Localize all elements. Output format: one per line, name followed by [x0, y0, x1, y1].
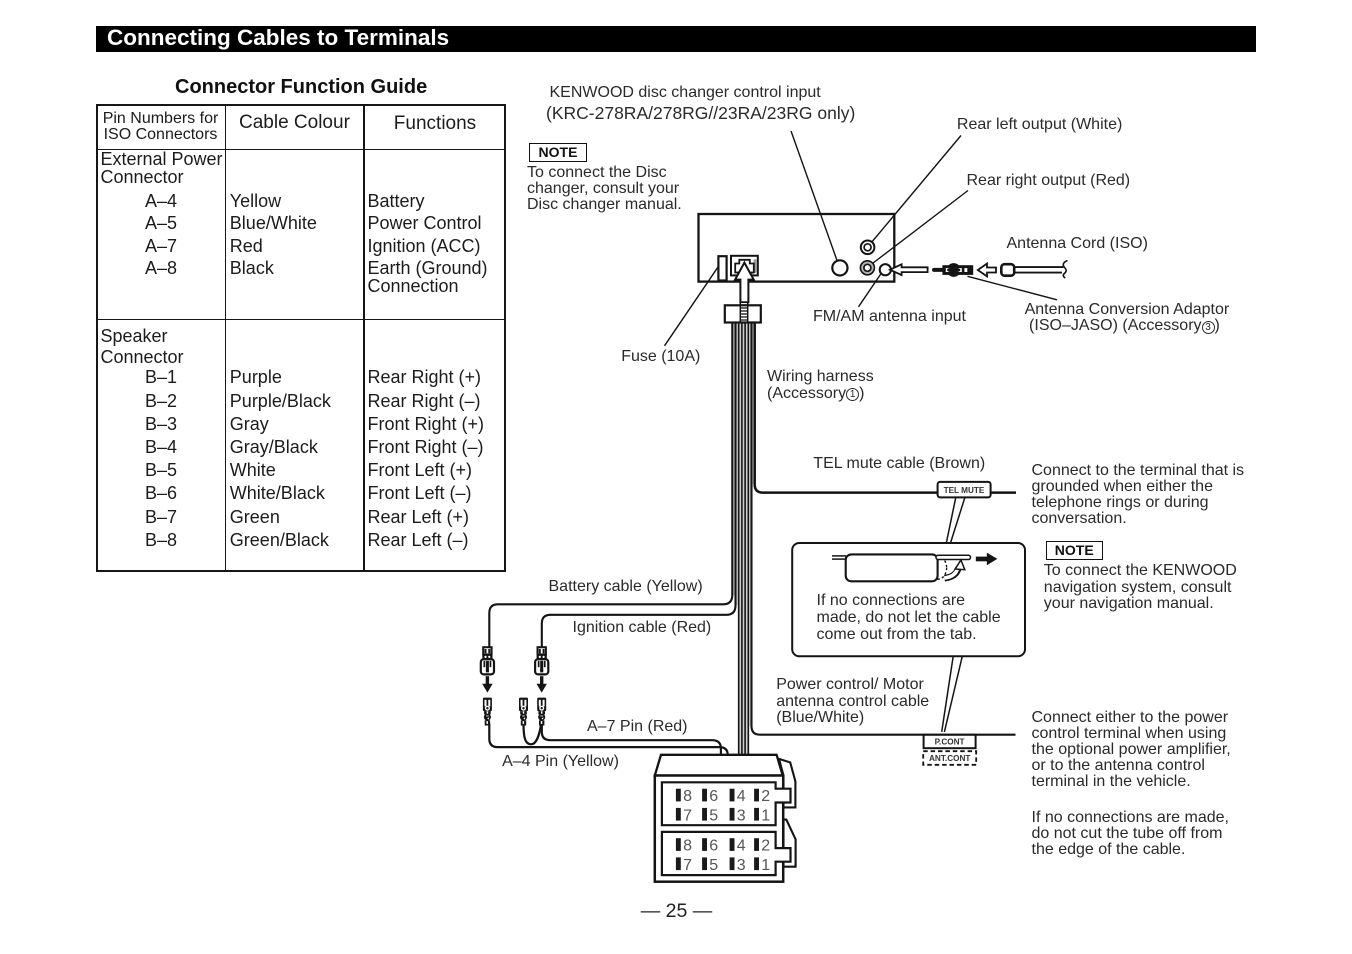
- svg-text:3: 3: [737, 807, 746, 824]
- svg-text:2: 2: [761, 838, 770, 855]
- svg-text:P.CONT: P.CONT: [935, 738, 965, 747]
- svg-text:6: 6: [709, 788, 718, 805]
- svg-text:TEL MUTE: TEL MUTE: [944, 486, 985, 495]
- svg-text:6: 6: [709, 838, 718, 855]
- svg-text:ANT.CONT: ANT.CONT: [929, 754, 970, 763]
- svg-text:5: 5: [709, 807, 718, 824]
- svg-text:4: 4: [737, 788, 746, 805]
- svg-text:8: 8: [683, 838, 692, 855]
- svg-text:3: 3: [737, 857, 746, 874]
- svg-text:5: 5: [709, 857, 718, 874]
- svg-text:7: 7: [683, 807, 692, 824]
- svg-text:1: 1: [761, 807, 770, 824]
- svg-text:7: 7: [683, 857, 692, 874]
- svg-text:4: 4: [737, 838, 746, 855]
- svg-text:2: 2: [761, 788, 770, 805]
- svg-text:1: 1: [761, 857, 770, 874]
- svg-text:8: 8: [683, 788, 692, 805]
